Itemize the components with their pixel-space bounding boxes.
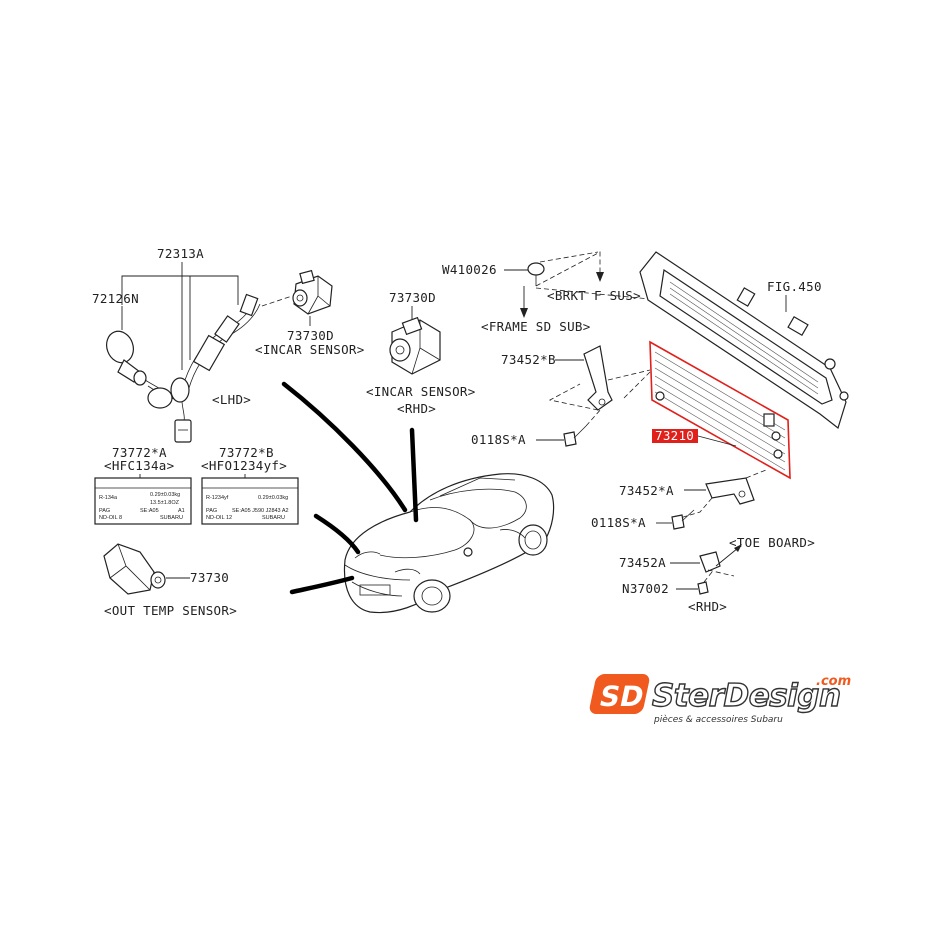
label-lhd[interactable]: <LHD> — [212, 392, 251, 407]
condenser-group: W410026 <BRKT F SUS> <FRAME SD SUB> — [442, 251, 849, 614]
logo-tagline: pièces & accessoires Subaru — [653, 714, 783, 725]
car-illustration — [343, 473, 555, 614]
label-b-r1v: 0.29±0.03kg — [258, 495, 288, 501]
clip-w410026 — [527, 262, 545, 286]
label-b-r1: R-1234yf — [206, 495, 229, 501]
label-incar-sensor-left[interactable]: <INCAR SENSOR> — [255, 342, 365, 357]
bracket-73452a-star — [705, 477, 755, 505]
label-out-temp-sensor[interactable]: <OUT TEMP SENSOR> — [104, 603, 237, 618]
label-toe-board[interactable]: <TOE BOARD> — [729, 535, 815, 550]
incar-sensor-left-73730d — [292, 269, 333, 315]
label-72313a[interactable]: 72313A — [157, 246, 204, 261]
label-rhd-bottom[interactable]: <RHD> — [688, 599, 727, 614]
logo-badge: SD — [589, 674, 650, 714]
harness-assembly-72313a: 72313A 72126N <LHD> — [92, 246, 365, 443]
label-a-r2: PAG — [99, 508, 110, 514]
label-73730d-mid[interactable]: 73730D — [389, 290, 436, 305]
wire-harness — [144, 293, 261, 443]
out-temp-sensor-group: 73730 <OUT TEMP SENSOR> — [103, 543, 237, 618]
label-incar-sensor-mid[interactable]: <INCAR SENSOR> — [366, 384, 476, 399]
out-temp-sensor-73730 — [103, 543, 166, 595]
label-73210: 73210 — [655, 428, 694, 443]
bolt-0118sa-top — [563, 425, 587, 447]
clip-n37002 — [697, 581, 709, 595]
label-a-r1: R-134a — [99, 495, 118, 501]
label-0118sa-bottom[interactable]: 0118S*A — [591, 515, 646, 530]
refrigerant-labels-group: 73772*A <HFC134a> R-134a 0.29±0.03kg 13.… — [94, 445, 299, 525]
logo-name: SterDesign — [652, 678, 841, 714]
bracket-73452a — [699, 551, 721, 573]
grommet-72126n — [106, 330, 147, 386]
label-frame-sd-sub[interactable]: <FRAME SD SUB> — [481, 319, 591, 334]
label-rhd-mid[interactable]: <RHD> — [397, 401, 436, 416]
label-hfo1234yf[interactable]: <HFO1234yf> — [201, 458, 287, 473]
label-fig450[interactable]: FIG.450 — [767, 279, 822, 294]
logo-badge-text: SD — [596, 680, 646, 713]
label-b-r3: ND-OIL 12 — [206, 515, 232, 521]
label-73452a-star[interactable]: 73452*A — [619, 483, 674, 498]
label-a-r2v: A1 — [178, 508, 185, 514]
logo-tld: .com — [816, 674, 851, 689]
label-a-r3: ND-OIL 8 — [99, 515, 122, 521]
bracket-73452b — [583, 345, 613, 411]
logo-badge-bg — [589, 674, 650, 714]
refrigerant-label-b: R-1234yf 0.29±0.03kg PAG SE:A05 J590 J28… — [201, 477, 299, 525]
label-72126n[interactable]: 72126N — [92, 291, 139, 306]
part-number-73210[interactable]: 73210 — [652, 428, 698, 443]
label-a-r1v2: 13.5±1.8OZ — [150, 500, 180, 506]
sterdesign-logo[interactable]: SD SterDesign .com pièces & accessoires … — [588, 674, 851, 725]
incar-sensor-right-73730d — [389, 316, 441, 375]
label-b-r2: PAG — [206, 508, 217, 514]
refrigerant-label-a: R-134a 0.29±0.03kg 13.5±1.8OZ PAG SE:A05… — [94, 477, 192, 525]
label-w410026[interactable]: W410026 — [442, 262, 497, 277]
label-brkt-f-sus[interactable]: <BRKT F SUS> — [547, 288, 641, 303]
highlight-box — [652, 429, 698, 443]
label-73772a[interactable]: 73772*A — [112, 445, 167, 460]
label-b-brand: SUBARU — [262, 515, 285, 521]
label-hfc134a[interactable]: <HFC134a> — [104, 458, 174, 473]
label-a-brand: SUBARU — [160, 515, 183, 521]
label-73452a[interactable]: 73452A — [619, 555, 666, 570]
radiator-fig450 — [639, 251, 849, 430]
label-73730[interactable]: 73730 — [190, 570, 229, 585]
label-73730d-left[interactable]: 73730D — [287, 328, 334, 343]
label-b-r2c: SE:A05 J590 J2843 A2 — [232, 508, 289, 514]
label-a-r2c: SE:A05 — [140, 508, 159, 514]
condenser-73210[interactable] — [649, 340, 791, 480]
label-73772b[interactable]: 73772*B — [219, 445, 274, 460]
incar-sensor-rhd-group: 73730D <INCAR SENSOR> <RHD> — [366, 290, 476, 416]
bolt-0118sa-bottom — [671, 509, 695, 530]
label-73452b[interactable]: 73452*B — [501, 352, 556, 367]
label-a-r1v: 0.29±0.03kg — [150, 492, 180, 498]
label-0118sa-top[interactable]: 0118S*A — [471, 432, 526, 447]
callout-lines — [281, 381, 419, 595]
label-n37002[interactable]: N37002 — [622, 581, 669, 596]
